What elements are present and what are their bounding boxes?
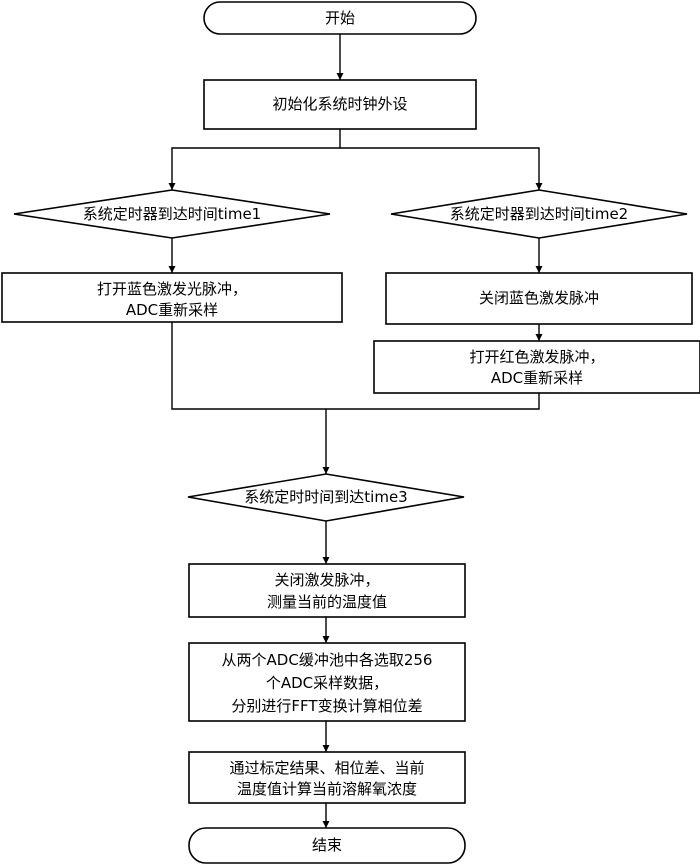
red-on-process-shape [373,340,700,394]
measure-label-line2: 测量当前的温度值 [267,593,387,611]
decision1-node: 系统定时器到达时间time1 [13,189,331,239]
blue-on-label-line2: ADC重新采样 [126,301,218,319]
connectors [168,34,543,828]
blue-on-process-shape [1,272,343,323]
merge-line [171,322,540,410]
start-node: 开始 [203,1,477,35]
compute-label-line1: 通过标定结果、相位差、当前 [229,759,424,777]
init-process-shape [203,79,477,130]
blue-on-label-line1: 打开蓝色激发光脉冲， [97,280,247,298]
measure-node: 关闭激发脉冲， 测量当前的温度值 [188,563,466,618]
blue-off-node: 关闭蓝色激发脉冲 [385,272,693,325]
fft-process-shape [188,642,466,722]
compute-process-shape [188,751,466,804]
blue-off-process-shape [385,272,693,325]
fft-label-line3: 分别进行FFT变换计算相位差 [231,697,422,715]
red-on-label-line1: 打开红色激发脉冲， [469,348,604,366]
measure-process-shape [188,563,466,618]
measure-label-line1: 关闭激发脉冲， [274,571,379,589]
decision2-label: 系统定时器到达时间time2 [450,205,628,223]
arrow-init-to-decision1 [168,129,341,190]
fft-label-line1: 从两个ADC缓冲池中各选取256 [222,651,433,669]
init-label: 初始化系统时钟外设 [272,95,407,113]
compute-label-line2: 温度值计算当前溶解氧浓度 [237,780,417,798]
end-label: 结束 [312,836,342,854]
red-on-label-line2: ADC重新采样 [491,369,583,387]
decision3-label: 系统定时时间到达time3 [244,488,407,506]
blue-on-node: 打开蓝色激发光脉冲， ADC重新采样 [1,272,343,323]
decision2-shape [390,189,688,239]
end-terminal-shape [188,827,466,864]
compute-node: 通过标定结果、相位差、当前 温度值计算当前溶解氧浓度 [188,751,466,804]
decision1-shape [13,189,331,239]
decision3-shape [187,473,465,522]
fft-node: 从两个ADC缓冲池中各选取256 个ADC采样数据， 分别进行FFT变换计算相位… [188,642,466,722]
init-node: 初始化系统时钟外设 [203,79,477,130]
blue-off-label: 关闭蓝色激发脉冲 [479,289,599,307]
decision3-node: 系统定时时间到达time3 [187,473,465,522]
arrow-init-to-decision2 [340,147,543,190]
decision2-node: 系统定时器到达时间time2 [390,189,688,239]
decision1-label: 系统定时器到达时间time1 [83,205,261,223]
end-node: 结束 [188,827,466,864]
fft-label-line2: 个ADC采样数据， [266,674,388,692]
red-on-node: 打开红色激发脉冲， ADC重新采样 [373,340,700,394]
start-label: 开始 [325,9,355,27]
start-terminal-shape [203,1,477,35]
